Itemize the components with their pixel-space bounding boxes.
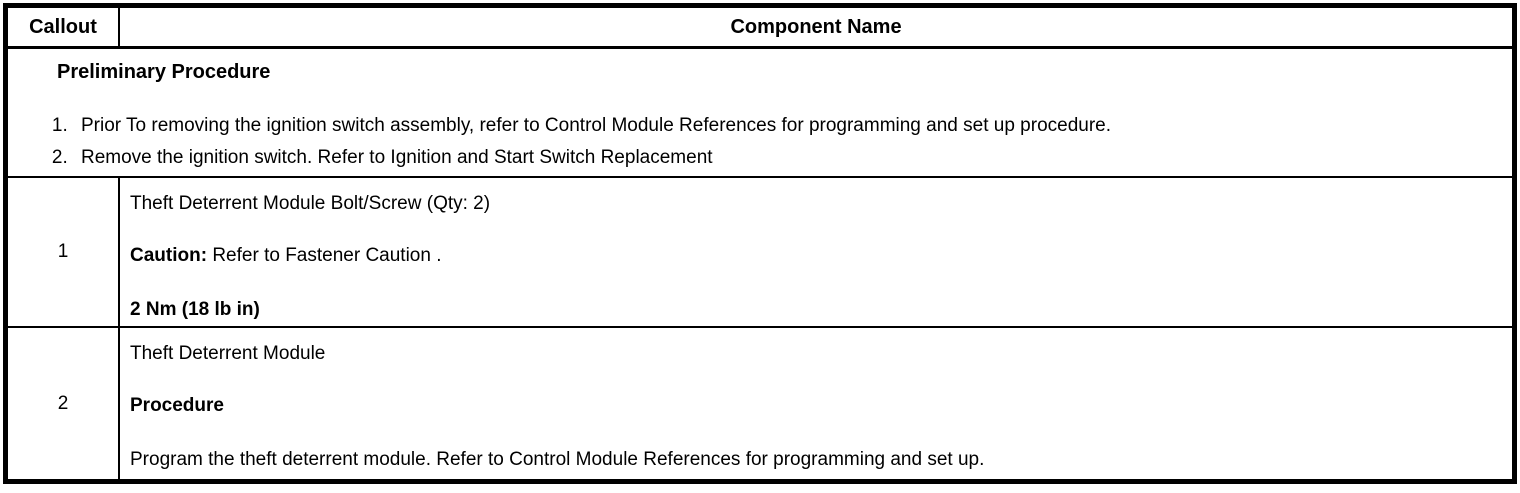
component-name: Theft Deterrent Module Bolt/Screw (Qty: … <box>130 193 491 214</box>
caution-text: Refer to Fastener Caution . <box>207 245 442 266</box>
component-cell: Theft Deterrent Module Bolt/Screw (Qty: … <box>120 178 1512 326</box>
procedure-text: Program the theft deterrent module. Refe… <box>130 449 985 470</box>
preliminary-step-1: Prior To removing the ignition switch as… <box>73 110 1512 142</box>
callout-number: 1 <box>8 178 120 326</box>
component-name: Theft Deterrent Module <box>130 343 326 364</box>
column-header-component-name: Component Name <box>730 15 902 38</box>
preliminary-step-2: Remove the ignition switch. Refer to Ign… <box>73 142 1512 174</box>
torque-spec: 2 Nm (18 lb in) <box>130 299 260 320</box>
column-header-callout: Callout <box>8 8 120 46</box>
procedure-label: Procedure <box>130 395 224 416</box>
table-row: 2 Theft Deterrent Module Procedure Progr… <box>8 326 1512 479</box>
component-callout-table: Callout Component Name Preliminary Proce… <box>3 3 1517 484</box>
table-header-row: Callout Component Name <box>8 8 1512 49</box>
caution-note: Caution: Refer to Fastener Caution . <box>130 245 1498 267</box>
component-cell: Theft Deterrent Module Procedure Program… <box>120 328 1512 479</box>
preliminary-procedure-section: Preliminary Procedure Prior To removing … <box>8 49 1512 176</box>
preliminary-procedure-title: Preliminary Procedure <box>57 61 271 83</box>
caution-label: Caution: <box>130 245 208 266</box>
callout-number: 2 <box>8 328 120 479</box>
table-row: 1 Theft Deterrent Module Bolt/Screw (Qty… <box>8 176 1512 326</box>
preliminary-steps-list: Prior To removing the ignition switch as… <box>8 110 1512 174</box>
